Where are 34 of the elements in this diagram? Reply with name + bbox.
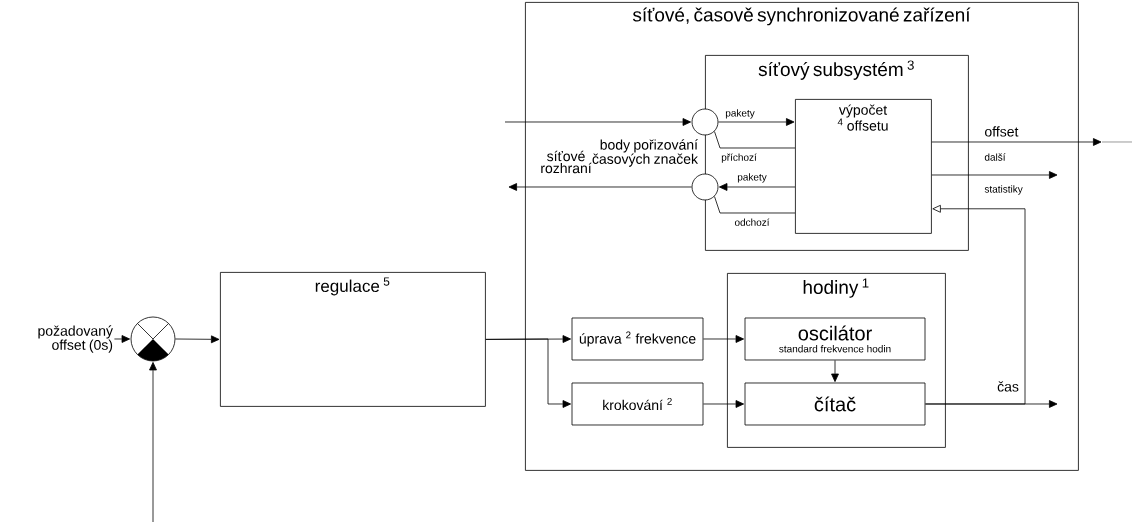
edge-label: odchozí: [734, 218, 770, 226]
input-label: požadovaný offset (0s): [38, 325, 113, 353]
arrow: [508, 183, 692, 191]
arrow: [149, 362, 157, 523]
arrow: [931, 171, 1058, 179]
process-box: výpočet $^{4}$ offsetu: [795, 99, 932, 234]
arrow: [719, 183, 796, 191]
arrow: [485, 338, 571, 408]
output-label: statistiky: [984, 185, 1023, 195]
arrow: [114, 335, 130, 343]
timestamp-point: [691, 108, 719, 136]
arrow: [931, 138, 1102, 146]
edge-label: čas: [997, 381, 1019, 392]
summing-junction: [130, 316, 176, 362]
output-label: další: [984, 153, 1006, 161]
arrow: [703, 400, 745, 408]
counter-box: čítač: [744, 382, 926, 426]
arrow: [175, 335, 220, 344]
arrow: [925, 204, 1026, 405]
interface-label: síťové rozhraní: [541, 150, 592, 174]
controller-box: regulace $^{5}$: [220, 272, 486, 407]
edge-label: pakety: [737, 173, 767, 183]
arrow: [504, 118, 691, 126]
edge-label: pakety: [725, 109, 755, 119]
edge-label: příchozí: [721, 153, 757, 163]
timestamp-point: [691, 173, 719, 201]
arrow: [703, 335, 745, 343]
arrow: [831, 360, 839, 382]
edge-label: offset: [985, 126, 1019, 137]
oscillator-box: oscilátor standard frekvence hodin: [744, 317, 926, 361]
note-label: body pořizování časových značek: [592, 139, 698, 167]
process-box: krokování $^{2}$: [571, 382, 704, 426]
process-box: úprava $^{2}$ frekvence: [571, 317, 704, 361]
arrow: [718, 118, 795, 126]
